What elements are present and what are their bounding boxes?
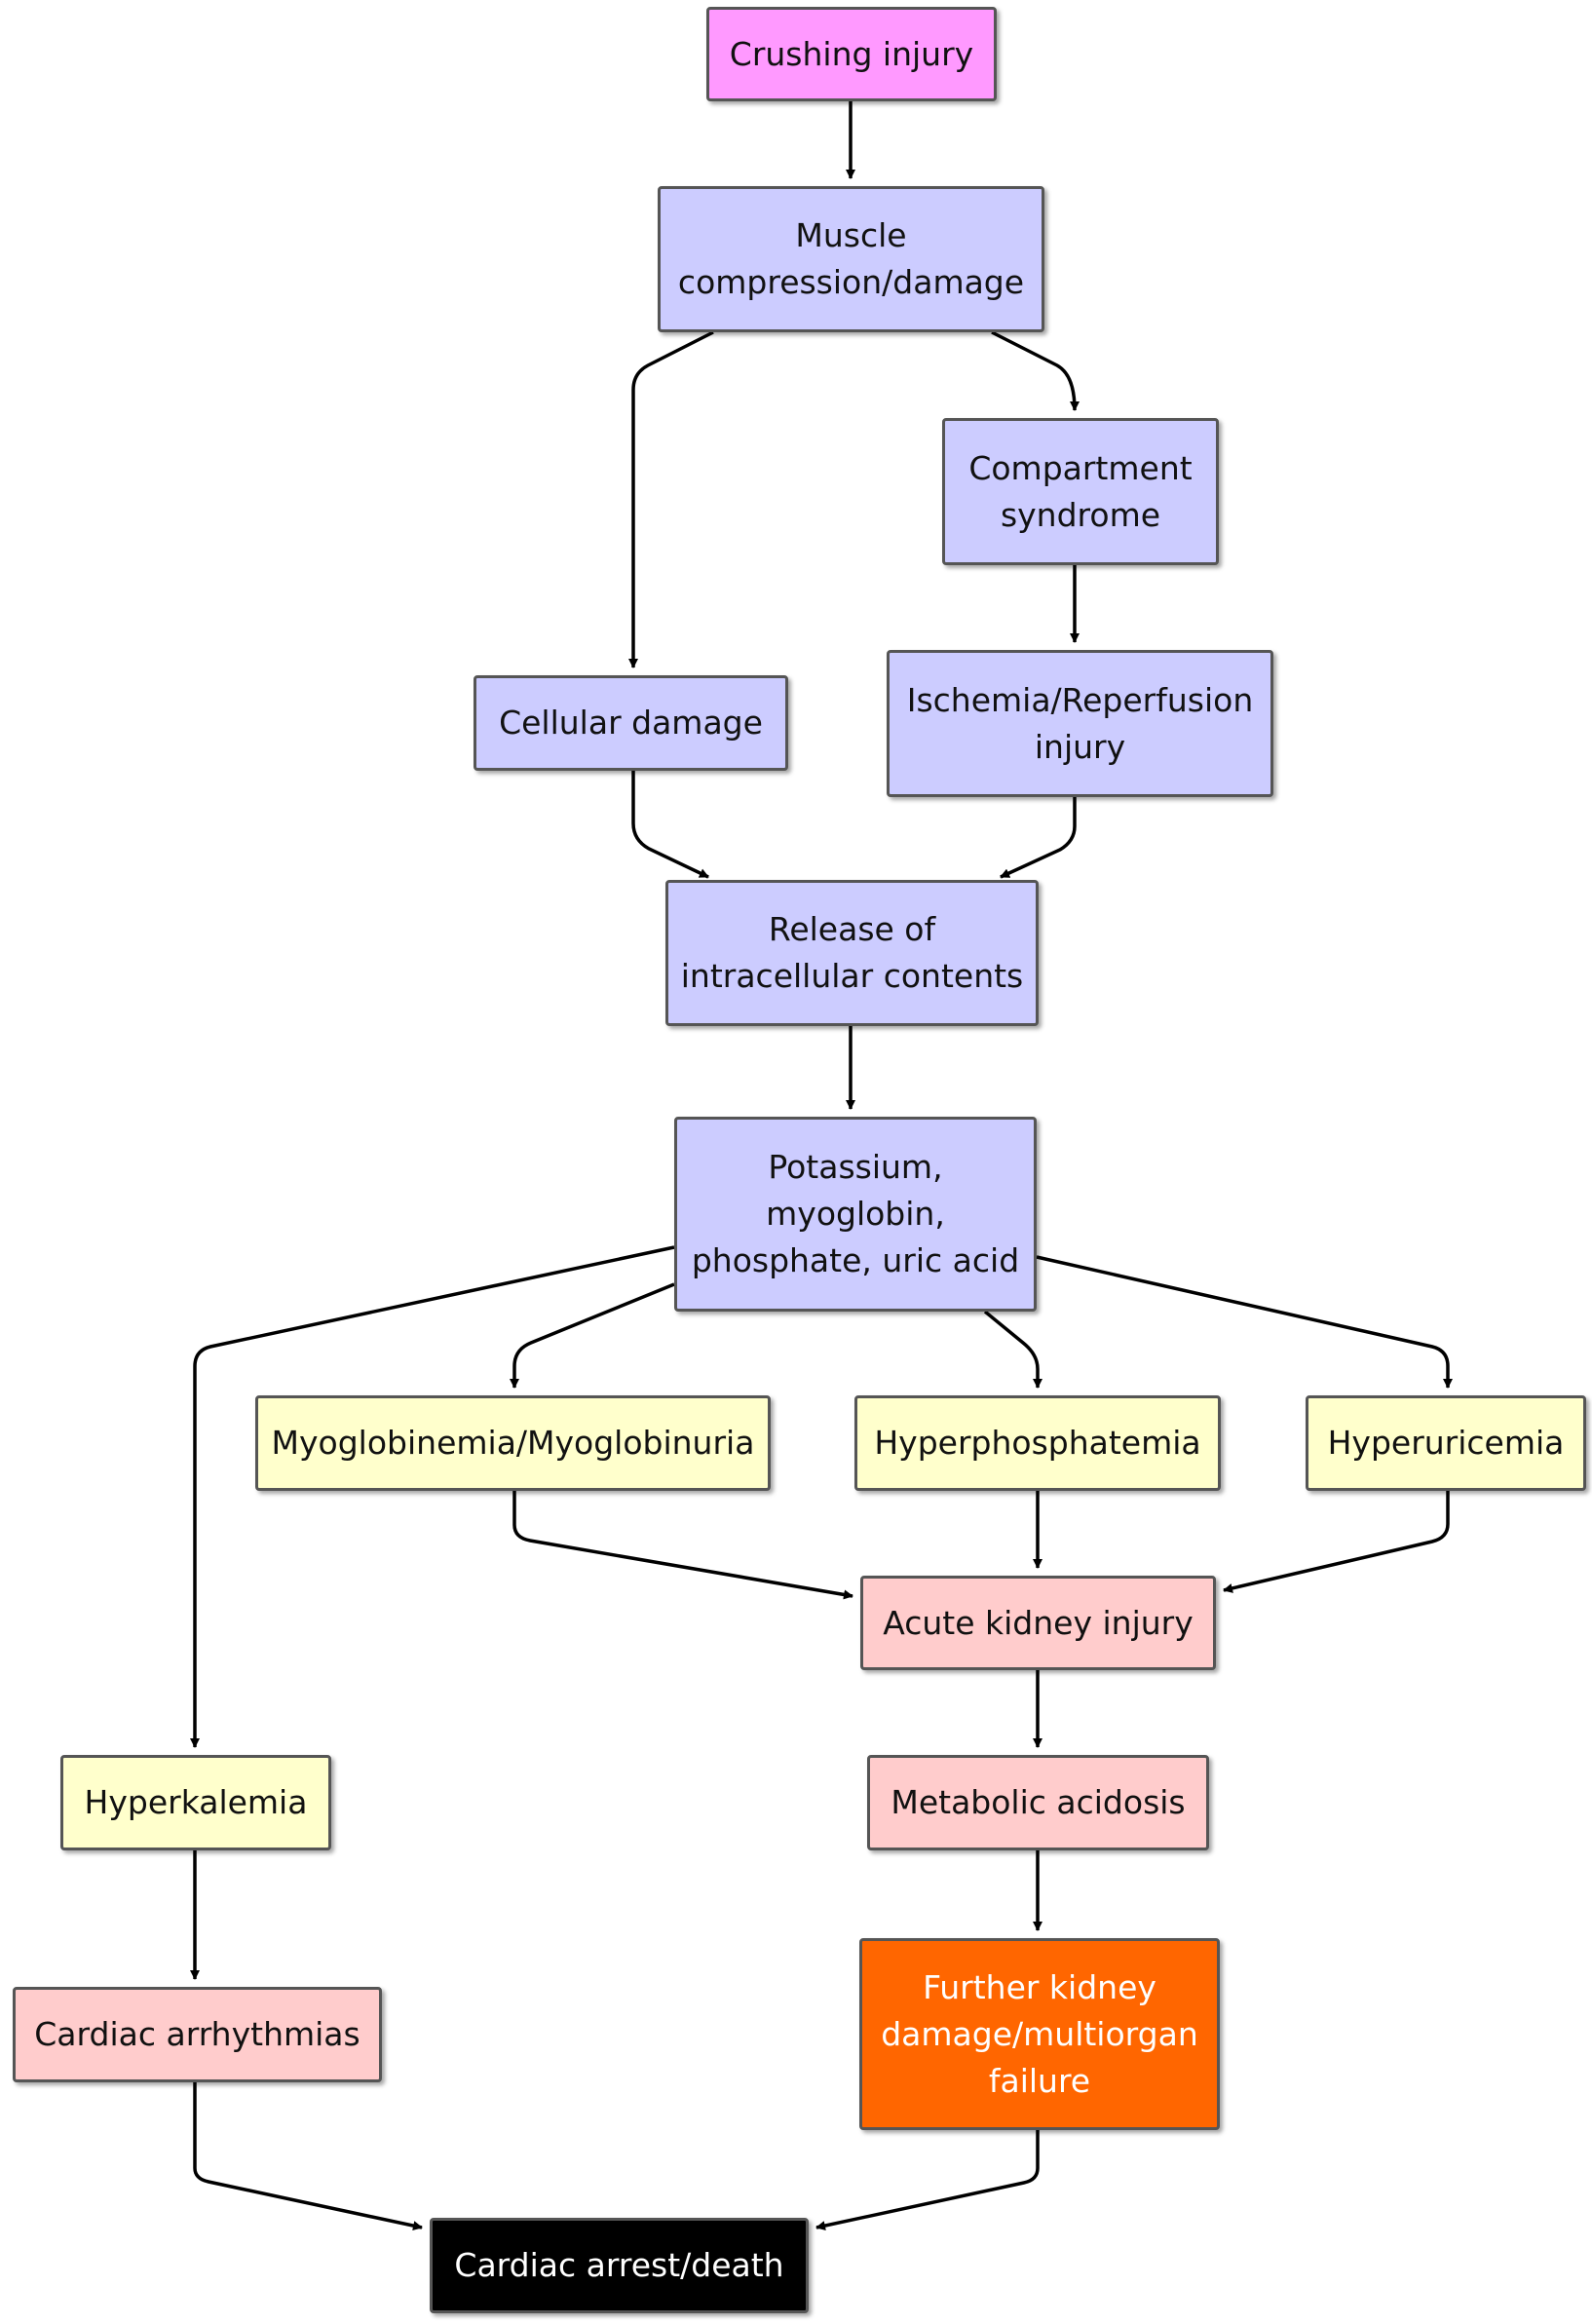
arrow-muscle-compression-to-cellular-damage xyxy=(628,330,714,668)
node-muscle-compression: Muscle compression/damage xyxy=(658,186,1044,332)
node-compartment-syndrome: Compartment syndrome xyxy=(942,418,1219,565)
node-release-intracellular: Release of intracellular contents xyxy=(665,880,1039,1026)
node-hyperkalemia: Hyperkalemia xyxy=(60,1755,331,1850)
node-potassium-etc: Potassium, myoglobin, phosphate, uric ac… xyxy=(674,1117,1037,1312)
arrow-cellular-damage-to-release-intracellular xyxy=(631,771,709,879)
node-further-kidney-damage: Further kidney damage/multiorgan failure xyxy=(859,1938,1220,2130)
arrow-muscle-compression-to-compartment-syndrome xyxy=(991,330,1080,411)
arrow-hyperuricemia-to-acute-kidney-injury xyxy=(1223,1491,1450,1593)
arrow-ischemia-reperfusion-to-release-intracellular xyxy=(1000,797,1077,879)
node-acute-kidney-injury: Acute kidney injury xyxy=(860,1576,1216,1670)
arrow-myoglobinemia-to-acute-kidney-injury xyxy=(512,1491,853,1600)
node-hyperuricemia: Hyperuricemia xyxy=(1306,1395,1586,1491)
node-myoglobinemia: Myoglobinemia/Myoglobinuria xyxy=(255,1395,771,1491)
arrow-potassium-etc-to-hyperuricemia xyxy=(1036,1255,1453,1389)
node-hyperphosphatemia: Hyperphosphatemia xyxy=(854,1395,1221,1491)
node-cellular-damage: Cellular damage xyxy=(474,675,788,771)
node-crushing-injury: Crushing injury xyxy=(706,7,997,101)
arrow-further-kidney-damage-to-cardiac-arrest xyxy=(815,2130,1040,2230)
node-cardiac-arrest: Cardiac arrest/death xyxy=(430,2218,809,2313)
arrow-potassium-etc-to-myoglobinemia xyxy=(510,1282,675,1389)
node-ischemia-reperfusion: Ischemia/Reperfusion injury xyxy=(887,650,1273,797)
arrow-potassium-etc-to-hyperphosphatemia xyxy=(983,1310,1042,1389)
arrow-potassium-etc-to-hyperkalemia xyxy=(190,1245,675,1748)
node-metabolic-acidosis: Metabolic acidosis xyxy=(867,1755,1209,1850)
arrow-cardiac-arrhythmias-to-cardiac-arrest xyxy=(193,2082,423,2231)
node-cardiac-arrhythmias: Cardiac arrhythmias xyxy=(13,1987,382,2082)
